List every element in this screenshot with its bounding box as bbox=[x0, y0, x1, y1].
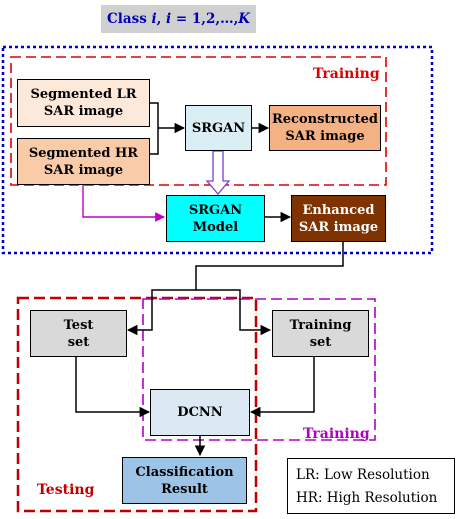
testing-red-region bbox=[16, 296, 258, 513]
training-set-node: Training set bbox=[272, 310, 369, 357]
classification-node: Classification Result bbox=[122, 457, 247, 504]
srgan-node: SRGAN bbox=[185, 105, 252, 151]
class-title: Class i, i = 1,2,…,K bbox=[101, 5, 256, 33]
dcnn-node: DCNN bbox=[150, 389, 250, 436]
training-purple-region bbox=[142, 298, 376, 441]
reconstructed-node: Reconstructed SAR image bbox=[269, 105, 381, 151]
training-top-label: Training bbox=[313, 66, 380, 82]
testing-label: Testing bbox=[37, 482, 95, 498]
legend-lr: LR: Low Resolution bbox=[296, 467, 430, 483]
outer-blue-region bbox=[1, 45, 434, 255]
srgan-model-node: SRGAN Model bbox=[166, 195, 265, 242]
training-red-region bbox=[10, 56, 387, 186]
enhanced-node: Enhanced SAR image bbox=[291, 195, 386, 242]
segmented-lr-node: Segmented LR SAR image bbox=[17, 79, 150, 127]
test-set-node: Test set bbox=[30, 310, 127, 357]
training-bottom-label: Training bbox=[303, 426, 370, 442]
legend: LR: Low Resolution HR: High Resolution bbox=[287, 458, 455, 514]
legend-hr: HR: High Resolution bbox=[296, 490, 438, 506]
segmented-hr-node: Segmented HR SAR image bbox=[17, 138, 150, 185]
